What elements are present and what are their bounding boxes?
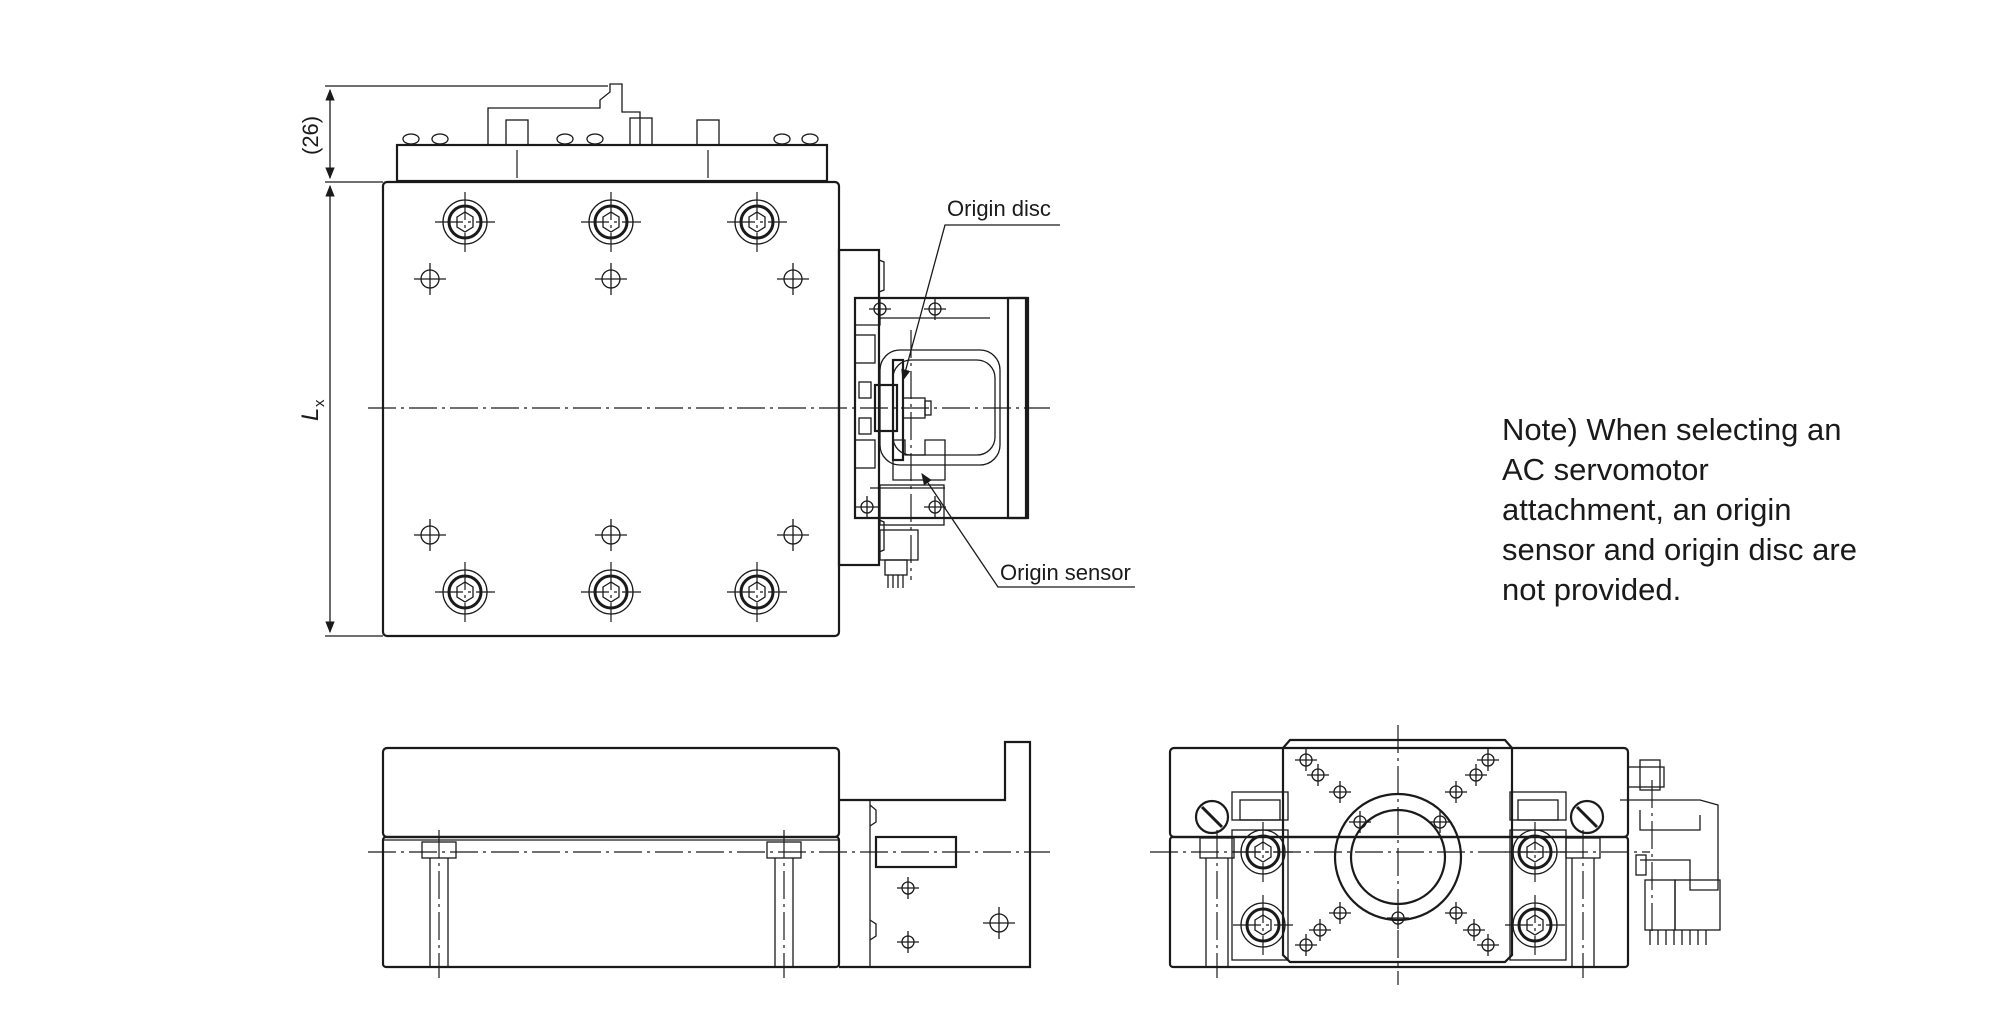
sensor-bracket [1620, 759, 1721, 945]
dimension-lx-subscript: x [311, 399, 328, 407]
note-line-2: AC servomotor [1502, 452, 1709, 487]
note-line-3: attachment, an origin [1502, 492, 1792, 527]
note-text: Note) When selecting an AC servomotor at… [1502, 410, 1932, 610]
motor-flange-plate [1281, 738, 1514, 964]
side-screws [1194, 799, 1605, 957]
origin-sensor-label: Origin sensor [1000, 560, 1131, 585]
dimension-26-label: (26) [298, 116, 323, 155]
dimension-lx-label: L [297, 408, 324, 421]
origin-disc-callout: Origin disc [901, 196, 1060, 382]
note-line-5: not provided. [1502, 572, 1682, 607]
origin-sensor-callout: Origin sensor [921, 473, 1135, 588]
top-screws [402, 83, 819, 180]
bolt-pattern [413, 190, 810, 624]
dimension-26: (26) [298, 85, 608, 183]
top-view: Origin disc Origin sensor (26) L x [297, 83, 1135, 638]
note-line-1: Note) When selecting an [1502, 412, 1842, 447]
note-line-4: sensor and origin disc are [1502, 532, 1857, 567]
side-view [1150, 725, 1721, 985]
front-view [368, 740, 1050, 978]
origin-disc-label: Origin disc [947, 196, 1051, 221]
top-cover-plate [395, 143, 829, 183]
motor-attachment [837, 248, 1030, 588]
dimension-lx: L x [297, 184, 383, 637]
